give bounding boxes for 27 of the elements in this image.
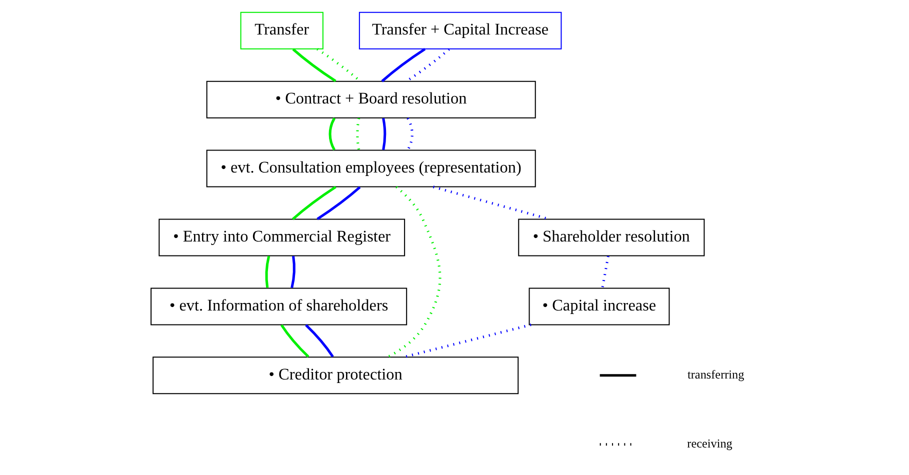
connector	[601, 256, 610, 288]
node-box: • evt. Information of shareholders	[150, 288, 408, 326]
node-box: • Shareholder resolution	[518, 218, 705, 256]
connector	[403, 324, 532, 358]
node-box: • Entry into Commercial Register	[158, 218, 406, 256]
node-box: • Creditor protection	[152, 356, 519, 394]
connector	[305, 324, 334, 358]
connector	[280, 324, 310, 358]
node-box: Transfer + Capital Increase	[358, 12, 562, 50]
legend-label: transferring	[688, 368, 744, 382]
connector	[290, 256, 296, 288]
connector	[316, 186, 361, 220]
connector	[292, 186, 336, 220]
connector	[328, 118, 336, 150]
connector	[382, 118, 386, 150]
connector	[292, 48, 336, 82]
connector	[381, 48, 426, 82]
connector	[406, 118, 414, 150]
node-box: • Contract + Board resolution	[206, 80, 536, 118]
node-box: • Capital increase	[528, 288, 670, 326]
legend-label: receiving	[687, 436, 732, 450]
connector	[316, 48, 361, 82]
connector	[386, 186, 442, 358]
connector	[356, 118, 360, 150]
connector	[265, 256, 270, 288]
node-box: Transfer	[240, 12, 324, 50]
node-box: • evt. Consultation employees (representation)	[206, 150, 536, 188]
